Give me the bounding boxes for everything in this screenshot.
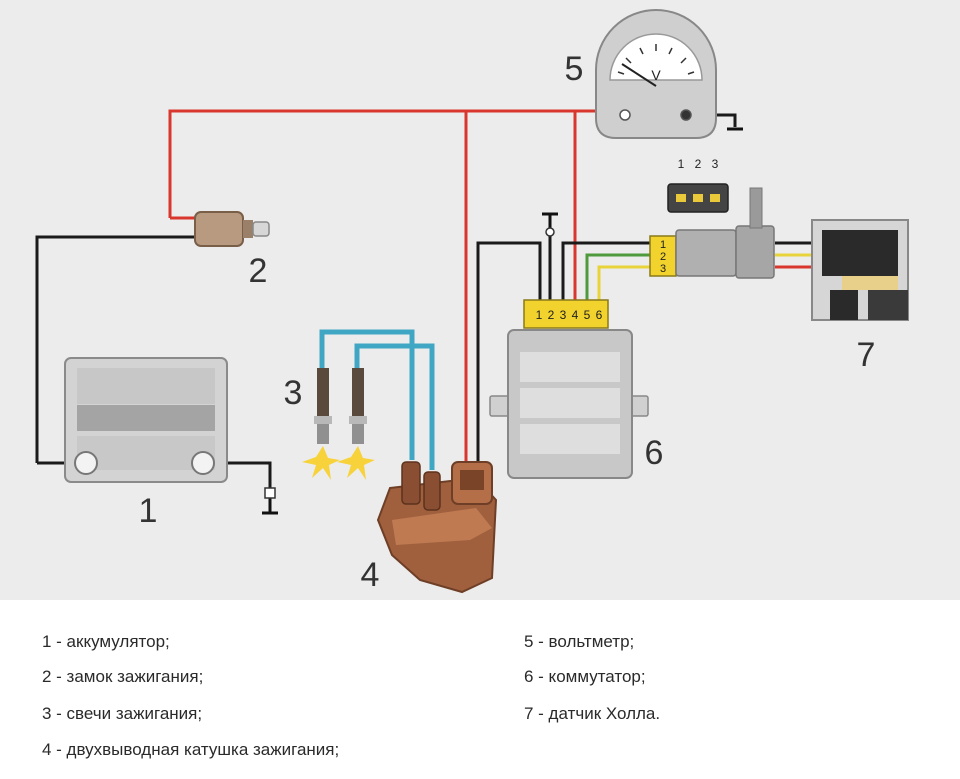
spark-plugs [302,368,375,480]
battery-negative-terminal [191,451,215,475]
legend-item: 2 - замок зажигания; [42,667,204,686]
commutator-pin: 6 [596,308,603,322]
legend-item: 4 - двухвыводная катушка зажигания; [42,740,340,759]
sensor-connector-pin: 3 [660,263,666,275]
voltmeter-terminal-negative [680,109,692,121]
battery [64,357,228,483]
sensor-plug-pin: 3 [712,157,719,171]
sensor-plug-pin: 1 [678,157,685,171]
spark-icon [302,446,375,480]
ignition-switch [194,211,270,247]
sensor-connector-pin: 1 [660,239,666,251]
callout-3: 3 [284,374,303,412]
sensor-plug-pin: 2 [695,157,702,171]
callout-7: 7 [857,336,876,374]
sensor-connector-pins: 1 2 3 [660,239,666,275]
ground-terminal-commutator [545,227,555,237]
voltmeter-unit: V [651,67,661,83]
callout-1: 1 [139,492,158,530]
legend-item: 3 - свечи зажигания; [42,704,203,723]
commutator-pin: 5 [584,308,591,322]
voltmeter [595,9,717,139]
spark-plug-2 [349,368,367,444]
battery-positive-terminal [74,451,98,475]
ground-wires [35,113,815,495]
callout-5: 5 [565,50,584,88]
signal-wires [585,253,815,300]
hall-sensor [811,219,909,321]
legend-item: 1 - аккумулятор; [42,632,170,651]
positive-wires [168,109,625,480]
legend-item: 7 - датчик Холла. [524,704,661,723]
legend-item: 6 - коммутатор; [524,667,646,686]
high-voltage-wires [319,329,435,470]
ignition-wiring-diagram: V 1 2 3 4 5 6 1 2 3 1 2 3 [0,0,960,600]
commutator-pin: 2 [548,308,555,322]
ground-terminal-battery [264,487,276,499]
voltmeter-needle [621,63,657,87]
key-icon [252,221,270,237]
sensor-connector [649,187,775,279]
ignition-coil [376,461,498,594]
sensor-connector-pin: 2 [660,251,666,263]
voltmeter-scale [617,44,695,75]
callout-6: 6 [645,434,664,472]
commutator-pin: 3 [560,308,567,322]
callout-4: 4 [361,556,380,594]
commutator [489,299,649,479]
commutator-pin: 4 [572,308,579,322]
legend-item: 5 - вольтметр; [524,632,635,651]
commutator-connector [523,299,609,329]
commutator-pin: 1 [536,308,543,322]
commutator-pins: 1 2 3 4 5 6 [536,308,603,322]
sensor-plug [667,183,729,213]
voltmeter-terminal-positive [619,109,631,121]
callout-2: 2 [249,252,268,290]
spark-plug-1 [314,368,332,444]
